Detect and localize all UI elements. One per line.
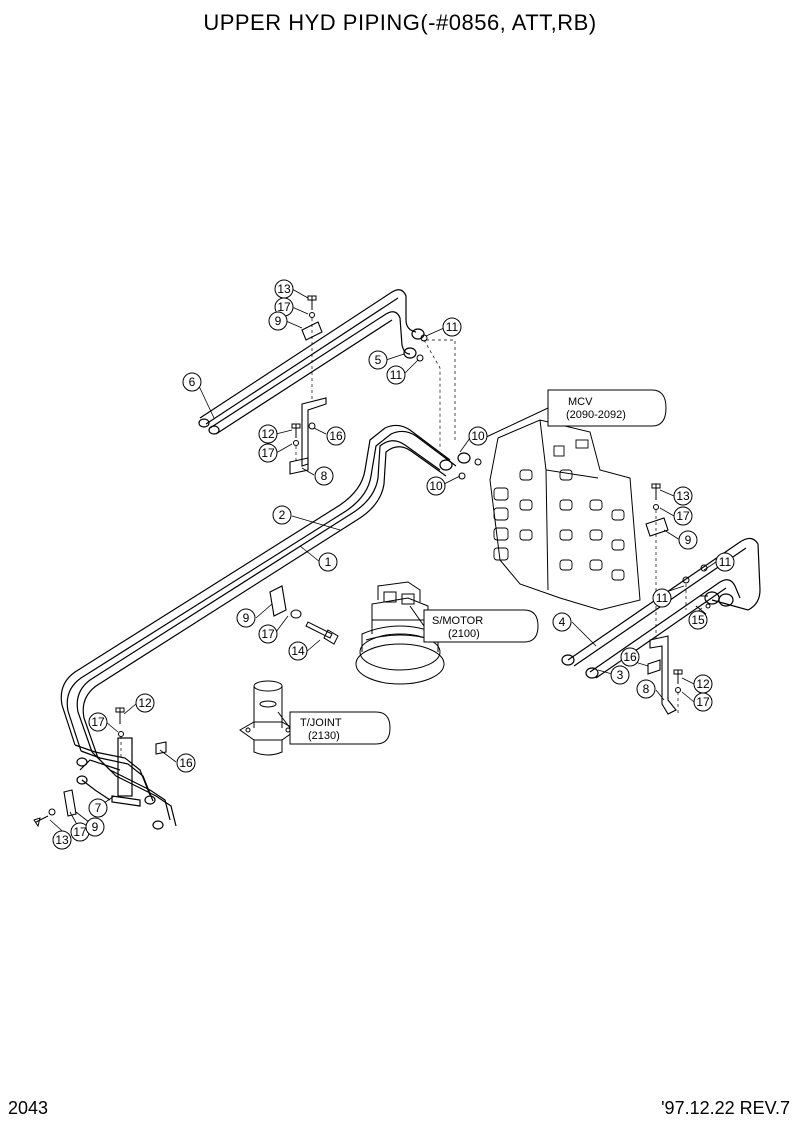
bolts xyxy=(33,295,711,828)
callout-16-left: 16 xyxy=(176,753,196,773)
callout-16-upper: 16 xyxy=(326,426,346,446)
callout-7: 7 xyxy=(88,798,108,818)
svg-text:13: 13 xyxy=(277,282,291,296)
callout-2: 2 xyxy=(272,505,292,525)
callout-9-right: 9 xyxy=(678,530,698,550)
callout-3: 3 xyxy=(610,665,630,685)
svg-text:7: 7 xyxy=(95,801,102,815)
svg-text:12: 12 xyxy=(696,677,710,691)
svg-text:5: 5 xyxy=(375,353,382,367)
callout-5: 5 xyxy=(368,350,388,370)
svg-text:17: 17 xyxy=(261,446,275,460)
ref-mcv-page: (2090-2092) xyxy=(566,409,626,421)
svg-text:1: 1 xyxy=(325,555,332,569)
callout-17-right-bottom: 17 xyxy=(693,692,713,712)
reference-boxes xyxy=(277,389,667,745)
svg-text:17: 17 xyxy=(261,627,275,641)
revision-date: '97.12.22 REV.7 xyxy=(661,1098,790,1118)
page-number: 2043 xyxy=(8,1098,49,1118)
callout-11-right-mid: 11 xyxy=(652,588,672,608)
svg-text:13: 13 xyxy=(676,489,690,503)
callout-17-left: 17 xyxy=(88,712,108,732)
svg-text:9: 9 xyxy=(275,314,282,328)
reference-labels: MCV (2090-2092) S/MOTOR (2100) T/JOINT (… xyxy=(300,396,626,742)
callout-9-top: 9 xyxy=(268,311,288,331)
callout-17-right: 17 xyxy=(673,506,693,526)
svg-text:13: 13 xyxy=(55,833,69,847)
pipe-6 xyxy=(198,289,425,435)
page-title: UPPER HYD PIPING(-#0856, ATT,RB) xyxy=(203,10,597,35)
callout-14: 14 xyxy=(288,641,308,661)
svg-text:10: 10 xyxy=(471,429,485,443)
svg-text:17: 17 xyxy=(277,300,291,314)
svg-text:11: 11 xyxy=(719,555,732,569)
callout-leaders xyxy=(49,288,717,839)
callout-11-right-top: 11 xyxy=(715,552,735,572)
svg-text:11: 11 xyxy=(446,320,459,334)
callout-13-right: 13 xyxy=(673,486,693,506)
callout-10-bottom: 10 xyxy=(426,476,446,496)
svg-text:17: 17 xyxy=(91,715,105,729)
svg-text:14: 14 xyxy=(291,644,305,658)
pipe-1-2 xyxy=(60,424,471,759)
svg-text:16: 16 xyxy=(329,429,343,443)
svg-text:12: 12 xyxy=(261,427,275,441)
svg-text:16: 16 xyxy=(623,650,637,664)
callout-8-right: 8 xyxy=(636,679,656,699)
svg-text:9: 9 xyxy=(685,533,692,547)
callout-16-right: 16 xyxy=(620,647,640,667)
callout-12-right: 12 xyxy=(693,674,713,694)
callout-4: 4 xyxy=(552,612,572,632)
callout-9-left: 9 xyxy=(85,817,105,837)
ref-smotor-name: S/MOTOR xyxy=(432,615,483,627)
callout-10-top: 10 xyxy=(468,426,488,446)
svg-text:11: 11 xyxy=(656,591,669,605)
dashed-leaders xyxy=(120,318,687,760)
svg-text:17: 17 xyxy=(73,825,87,839)
ref-mcv-name: MCV xyxy=(568,396,593,408)
svg-text:8: 8 xyxy=(643,682,650,696)
svg-text:11: 11 xyxy=(390,368,403,382)
svg-text:9: 9 xyxy=(92,820,99,834)
svg-text:3: 3 xyxy=(617,668,624,682)
callout-12-left: 12 xyxy=(135,693,155,713)
pipe-3-4 xyxy=(561,537,761,679)
callout-8-upper: 8 xyxy=(314,466,334,486)
callout-12-upper: 12 xyxy=(258,424,278,444)
callout-17-mid: 17 xyxy=(258,624,278,644)
mcv-valve-block xyxy=(489,419,641,611)
svg-text:2: 2 xyxy=(279,508,286,522)
callout-1: 1 xyxy=(318,552,338,572)
callout-17-upper: 17 xyxy=(258,443,278,463)
svg-text:17: 17 xyxy=(676,509,690,523)
callout-6: 6 xyxy=(182,372,202,392)
svg-text:4: 4 xyxy=(559,615,566,629)
svg-text:16: 16 xyxy=(179,756,193,770)
callout-13-top: 13 xyxy=(274,279,294,299)
pipe-ends-left xyxy=(74,737,177,830)
svg-text:6: 6 xyxy=(189,375,196,389)
svg-text:17: 17 xyxy=(696,695,710,709)
ref-tjoint-page: (2130) xyxy=(308,730,340,742)
svg-text:9: 9 xyxy=(243,611,250,625)
callout-15: 15 xyxy=(688,610,708,630)
svg-text:8: 8 xyxy=(321,469,328,483)
callout-11-mid: 11 xyxy=(386,365,406,385)
ref-tjoint-name: T/JOINT xyxy=(300,717,342,729)
callout-17-top: 17 xyxy=(274,297,294,317)
turning-joint xyxy=(239,680,297,756)
callout-13-left: 13 xyxy=(52,830,72,850)
callouts: 13 17 9 11 5 11 6 12 16 17 8 10 10 2 1 9… xyxy=(52,279,735,850)
callout-11-top: 11 xyxy=(442,317,462,337)
ref-smotor-page: (2100) xyxy=(448,628,480,640)
svg-text:12: 12 xyxy=(138,696,152,710)
callout-9-mid: 9 xyxy=(236,608,256,628)
svg-text:10: 10 xyxy=(429,479,443,493)
svg-text:15: 15 xyxy=(691,613,705,627)
brackets xyxy=(63,321,677,817)
